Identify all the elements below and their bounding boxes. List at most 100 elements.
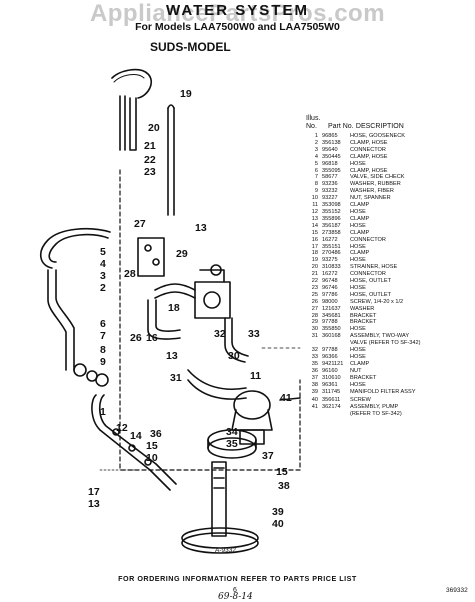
parts-row-continuation: VALVE (REFER TO SF-342) bbox=[302, 340, 470, 347]
parts-row-description: CONNECTOR bbox=[350, 236, 386, 243]
parts-row-illus-no: 18 bbox=[311, 250, 318, 257]
parts-row-illus-no: 12 bbox=[311, 208, 318, 215]
parts-row-description: CONNECTOR bbox=[350, 271, 386, 278]
parts-row-description: STRAINER, HOSE bbox=[350, 264, 398, 271]
parts-row-description: HOSE bbox=[350, 208, 366, 215]
parts-row-part-no: 93275 bbox=[322, 257, 338, 264]
header-illus-no: Illus. No. bbox=[306, 115, 321, 130]
parts-row-part-no: 353098 bbox=[322, 202, 341, 209]
handwritten-note: 69-8-14 bbox=[218, 592, 253, 602]
parts-row-illus-no: 36 bbox=[311, 367, 318, 374]
parts-row-part-no: 355095 bbox=[322, 167, 341, 174]
parts-row-illus-no: 27 bbox=[311, 305, 318, 312]
parts-row-description: CLAMP, HOSE bbox=[350, 139, 388, 146]
document-number: 369332 bbox=[446, 587, 468, 594]
figure-number: A-9332 bbox=[215, 547, 236, 554]
parts-row-description: NUT bbox=[350, 367, 362, 374]
parts-row-part-no: 356187 bbox=[322, 222, 341, 229]
left-hose-loop bbox=[40, 227, 111, 269]
parts-row-description: HOSE bbox=[350, 222, 366, 229]
parts-row-description: WASHER, FIBER bbox=[350, 188, 394, 195]
parts-row-part-no: 96746 bbox=[322, 284, 338, 291]
parts-row-part-no: 360168 bbox=[322, 333, 341, 340]
parts-row-illus-no: 21 bbox=[311, 271, 318, 278]
parts-row-part-no: 97788 bbox=[322, 347, 338, 354]
callout-35: 35 bbox=[226, 438, 238, 450]
parts-row-description: VALVE, SIDE CHECK bbox=[350, 174, 405, 181]
parts-row: 14 356187 HOSE bbox=[302, 223, 470, 230]
parts-row-description: MANIFOLD FILTER ASSY bbox=[350, 388, 416, 395]
parts-row-illus-no: 15 bbox=[311, 229, 318, 236]
parts-row: 20 310833 STRAINER, HOSE bbox=[302, 264, 470, 271]
parts-row-description: BRACKET bbox=[350, 374, 377, 381]
parts-row-illus-no: 17 bbox=[311, 243, 318, 250]
callout-10: 10 bbox=[146, 452, 158, 464]
parts-row-part-no: 356138 bbox=[322, 139, 341, 146]
callout-33: 33 bbox=[248, 328, 260, 340]
page-number: 6 bbox=[233, 587, 237, 594]
parts-row-description: HOSE bbox=[350, 347, 366, 354]
parts-row-part-no: 362174 bbox=[322, 404, 341, 411]
parts-row-description: HOSE bbox=[350, 243, 366, 250]
parts-row-continuation: (REFER TO SF-342) bbox=[302, 411, 470, 418]
parts-row-illus-no: 40 bbox=[311, 397, 318, 404]
parts-row-illus-no: 39 bbox=[311, 388, 318, 395]
hose-31 bbox=[187, 379, 247, 400]
page-subtitle: For Models LAA7500W0 and LAA7505W0 bbox=[135, 21, 340, 33]
callout-8: 8 bbox=[100, 344, 106, 356]
parts-row-description: BRACKET bbox=[350, 319, 377, 326]
parts-row-illus-no: 29 bbox=[311, 319, 318, 326]
parts-row-description: SCREW, 1/4-20 x 1/2 bbox=[350, 298, 404, 305]
parts-row-illus-no: 3 bbox=[314, 146, 318, 153]
parts-row-part-no: 96361 bbox=[322, 381, 338, 388]
callout-39: 39 bbox=[272, 506, 284, 518]
ordering-footer: FOR ORDERING INFORMATION REFER TO PARTS … bbox=[118, 574, 357, 583]
parts-row-part-no: 97786 bbox=[322, 291, 338, 298]
callout-7: 7 bbox=[100, 330, 106, 342]
callout-28: 28 bbox=[124, 268, 136, 280]
parts-row-description: CLAMP, HOSE bbox=[350, 153, 388, 160]
parts-row-illus-no: 14 bbox=[311, 222, 318, 229]
pump-assembly bbox=[233, 390, 271, 420]
parts-row-description: WASHER, RUBBER bbox=[350, 181, 401, 188]
parts-row-illus-no: 11 bbox=[312, 202, 318, 209]
parts-row-part-no: 58677 bbox=[322, 174, 338, 181]
header-description: DESCRIPTION bbox=[355, 123, 404, 130]
parts-row-description: CLAMP, HOSE bbox=[350, 167, 388, 174]
callout-9: 9 bbox=[100, 356, 106, 368]
callout-14: 14 bbox=[130, 430, 142, 442]
parts-row-description: CLAMP bbox=[350, 360, 370, 367]
parts-row-part-no: 355896 bbox=[322, 215, 341, 222]
parts-row-illus-no: 35 bbox=[311, 360, 318, 367]
parts-row-illus-no: 33 bbox=[311, 354, 318, 360]
parts-row-part-no: 310833 bbox=[322, 264, 341, 271]
callout-37: 37 bbox=[262, 450, 274, 462]
parts-row-part-no: 96818 bbox=[322, 160, 338, 167]
parts-row-illus-no: 20 bbox=[311, 264, 318, 271]
callout-38: 38 bbox=[278, 480, 290, 492]
parts-row-description: HOSE bbox=[350, 284, 366, 291]
parts-row-illus-no: 31 bbox=[311, 333, 318, 340]
parts-row-part-no: 96366 bbox=[322, 354, 338, 360]
parts-row-part-no: 270486 bbox=[322, 250, 341, 257]
gooseneck-hose bbox=[111, 68, 153, 99]
callout-27: 27 bbox=[134, 218, 146, 230]
